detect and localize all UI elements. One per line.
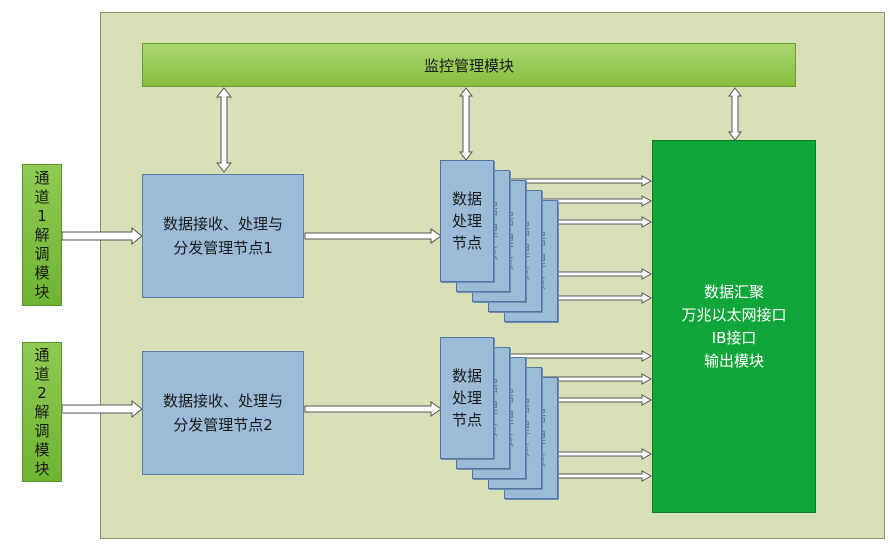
receiver-node-1: 数据接收、处理与 分发管理节点1 xyxy=(142,174,304,298)
channel1-char: 块 xyxy=(34,282,50,301)
channel2-char: 调 xyxy=(34,421,50,440)
processing-node-2: 数据处理节点 xyxy=(440,337,494,459)
receiver-node-2: 数据接收、处理与 分发管理节点2 xyxy=(142,351,304,475)
channel1-char: 道 xyxy=(34,187,50,206)
arrow-rx1-proc1 xyxy=(304,228,442,244)
monitor-label: 监控管理模块 xyxy=(423,56,514,75)
proc-line: 数据 xyxy=(451,190,482,208)
output-module: 数据汇聚 万兆以太网接口 IB接口 输出模块 xyxy=(652,140,816,513)
proc-line: 数据 xyxy=(451,367,482,385)
receiver-line: 分发管理节点1 xyxy=(173,239,273,257)
double-arrow-monitor-rx1 xyxy=(215,87,233,173)
output-line: 输出模块 xyxy=(703,351,764,370)
channel1-char: 调 xyxy=(34,244,50,263)
proc-line: 处理 xyxy=(451,389,482,407)
double-arrow-monitor-proc1 xyxy=(459,87,473,161)
channel2-char: 块 xyxy=(34,459,50,478)
channel1-char: 1 xyxy=(37,206,47,225)
receiver-line: 分发管理节点2 xyxy=(173,416,273,434)
channel2-char: 2 xyxy=(37,383,47,402)
channel1-char: 模 xyxy=(34,263,50,282)
channel1-demod-module: 通 道 1 解 调 模 块 xyxy=(22,164,62,306)
channel2-char: 模 xyxy=(34,440,50,459)
proc-line: 节点 xyxy=(451,234,482,252)
channel1-char: 解 xyxy=(34,225,50,244)
channel2-char: 解 xyxy=(34,402,50,421)
channel2-char: 通 xyxy=(34,345,50,364)
output-line: 数据汇聚 xyxy=(703,282,764,301)
proc-line: 节点 xyxy=(451,411,482,429)
channel2-char: 道 xyxy=(34,364,50,383)
receiver-line: 数据接收、处理与 xyxy=(162,392,283,410)
processing-node-1: 数据处理节点 xyxy=(440,160,494,282)
channel2-demod-module: 通 道 2 解 调 模 块 xyxy=(22,342,62,482)
proc-line: 处理 xyxy=(451,212,482,230)
arrow-channel1-rx1 xyxy=(61,226,143,246)
monitor-module: 监控管理模块 xyxy=(142,43,796,87)
output-line: 万兆以太网接口 xyxy=(681,305,787,324)
channel1-char: 通 xyxy=(34,168,50,187)
double-arrow-monitor-output xyxy=(728,87,742,141)
arrow-channel2-rx2 xyxy=(61,399,143,419)
receiver-line: 数据接收、处理与 xyxy=(162,215,283,233)
output-line: IB接口 xyxy=(711,328,757,347)
arrow-rx2-proc2 xyxy=(304,401,442,417)
